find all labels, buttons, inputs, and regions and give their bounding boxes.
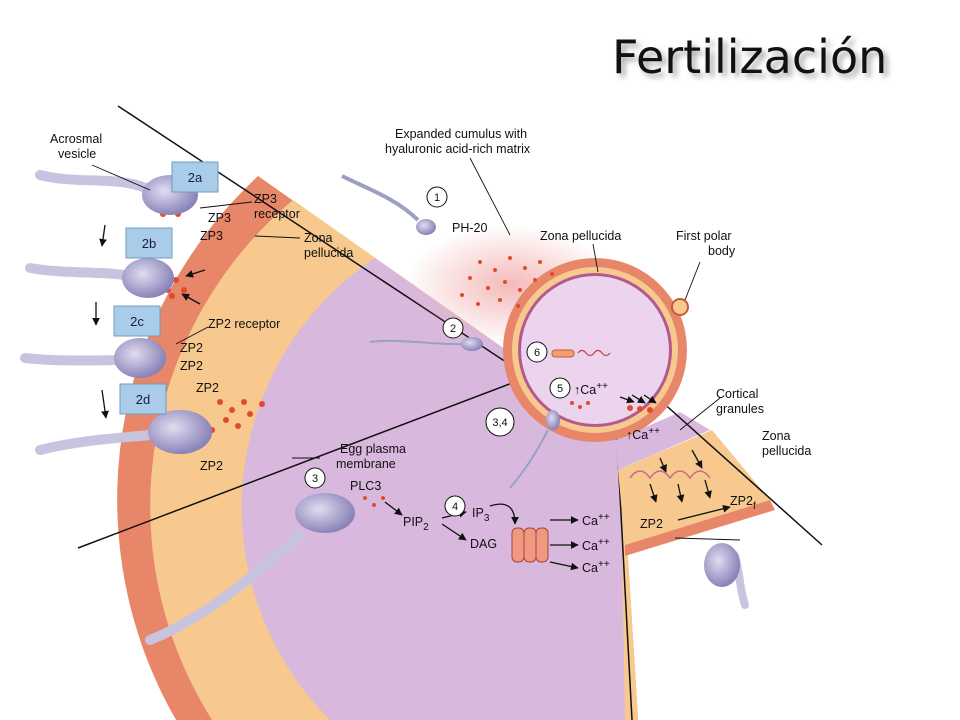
label-ca-out-3: Ca++ [582, 559, 610, 575]
step-3-marker: 3 [304, 467, 326, 489]
svg-text:3,4: 3,4 [492, 417, 507, 429]
label-plc3: PLC3 [350, 479, 381, 493]
cortical-zona-outer [625, 500, 775, 556]
sperm-step34 [509, 410, 560, 489]
label-zp2-prime: ZP2f [730, 494, 756, 512]
label-zona-top: Zona pellucida [540, 229, 621, 243]
step-1-marker: 1 [426, 186, 448, 208]
label-polar-1: First polar [676, 229, 732, 243]
label-ca-up-2: ↑Ca++ [626, 426, 660, 442]
svg-text:4: 4 [452, 501, 458, 513]
label-cortical-1: Cortical [716, 387, 758, 401]
label-zona-right-2: pellucida [762, 444, 811, 458]
svg-text:5: 5 [557, 383, 563, 395]
label-ip3: IP3 [472, 506, 490, 524]
label-ca-out-2: Ca++ [582, 537, 610, 553]
label-zp2-b: ZP2 [180, 359, 203, 373]
label-ca-out-1: Ca++ [582, 512, 610, 528]
label-cortical-2: granules [716, 402, 764, 416]
cortical-sector [616, 412, 775, 556]
cortical-zona-inner [618, 430, 770, 545]
label-dag: DAG [470, 537, 497, 551]
label-zp2-c: ZP2 [196, 381, 219, 395]
label-polar-2: body [708, 244, 736, 258]
sperm-2d [35, 410, 212, 455]
label-zp3-a: ZP3 [208, 211, 231, 225]
first-polar-body [671, 298, 689, 316]
label-zp2-d: ZP2 [200, 459, 223, 473]
cortical-cytoplasm [616, 412, 710, 470]
step-6-marker: 6 [526, 341, 548, 363]
label-ca-up-1: ↑Ca++ [574, 381, 608, 397]
label-zp3-receptor-2: receptor [254, 207, 300, 221]
sperm-2b [25, 258, 174, 298]
sperm-step3 [145, 493, 355, 645]
label-cumulus-2: hyaluronic acid-rich matrix [385, 142, 531, 156]
step-34-marker: 3,4 [485, 407, 515, 437]
label-zp2-receptor: ZP2 receptor [208, 317, 280, 331]
sperm-2c [20, 338, 166, 378]
label-acrosomal-1: Acrosmal [50, 132, 102, 146]
svg-text:6: 6 [534, 347, 540, 359]
label-egg-membrane-2: membrane [336, 457, 396, 471]
label-egg-membrane-1: Egg plasma [340, 442, 406, 456]
step-box-2d: 2d [119, 383, 167, 415]
label-zona-left-1: Zona [304, 231, 333, 245]
label-ph20: PH-20 [452, 221, 487, 235]
label-zp3-receptor-1: ZP3 [254, 192, 277, 206]
label-acrosomal-2: vesicle [58, 147, 96, 161]
step-box-2b: 2b [125, 227, 173, 259]
svg-text:1: 1 [434, 192, 440, 204]
label-zp3-b: ZP3 [200, 229, 223, 243]
leader-lines [91, 157, 741, 541]
svg-text:2d: 2d [136, 392, 150, 407]
ion-channel [511, 527, 549, 563]
slide-title: Fertilización [612, 30, 888, 84]
sperm-step1 [341, 174, 436, 235]
svg-text:2c: 2c [130, 314, 144, 329]
cumulus-dots [460, 256, 554, 308]
label-cumulus-1: Expanded cumulus with [395, 127, 527, 141]
step-2-marker: 2 [442, 317, 464, 339]
svg-text:3: 3 [312, 473, 318, 485]
label-zona-right-1: Zona [762, 429, 791, 443]
step-box-2a: 2a [171, 161, 219, 193]
label-pip2: PIP2 [403, 515, 429, 533]
sperm-step2 [369, 337, 483, 351]
svg-text:2b: 2b [142, 236, 156, 251]
sperm-cortical [704, 543, 749, 609]
divider-mid [77, 379, 521, 549]
arrows [92, 224, 731, 571]
label-zp2-right: ZP2 [640, 517, 663, 531]
svg-text:2a: 2a [188, 170, 203, 185]
label-zp2-a: ZP2 [180, 341, 203, 355]
step-5-marker: 5 [549, 377, 571, 399]
step-box-2c: 2c [113, 305, 161, 337]
label-zona-left-2: pellucida [304, 246, 353, 260]
step-4-marker: 4 [444, 495, 466, 517]
svg-text:2: 2 [450, 323, 456, 335]
